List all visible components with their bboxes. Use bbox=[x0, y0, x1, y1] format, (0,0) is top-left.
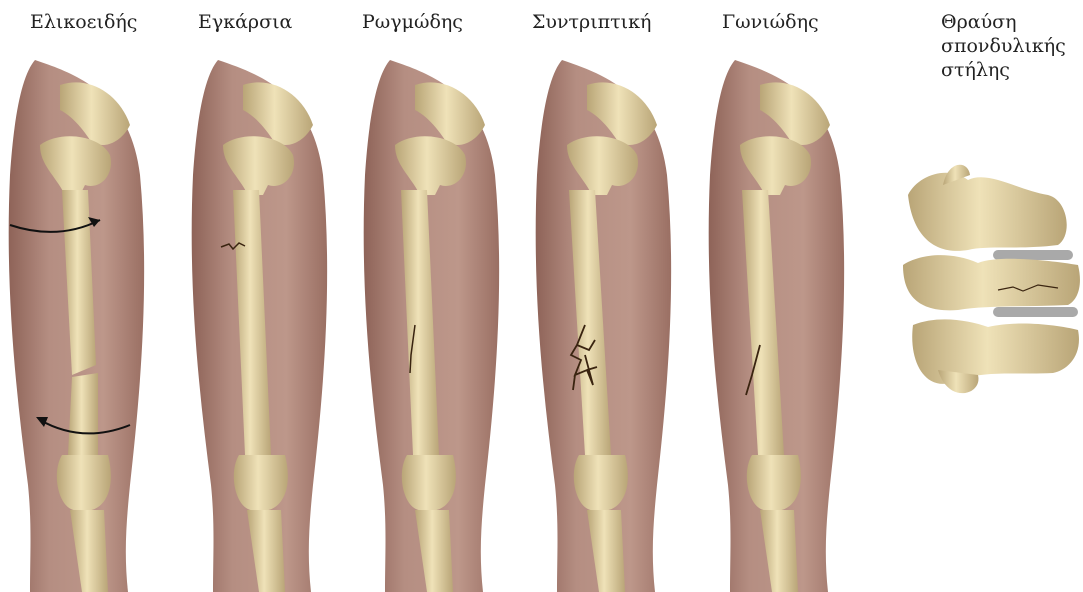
knee bbox=[234, 455, 288, 511]
disc-lower bbox=[993, 307, 1078, 317]
vertebra-upper bbox=[908, 173, 1067, 251]
label-spine-line3: στήλης bbox=[941, 58, 1066, 82]
vertebrae-illustration bbox=[898, 155, 1083, 410]
leg-spiral-fracture bbox=[0, 55, 150, 592]
knee bbox=[57, 455, 111, 511]
label-spine: Θραύση σπονδυλικής στήλης bbox=[941, 10, 1066, 82]
label-comminuted: Συντριπτική bbox=[532, 10, 651, 34]
knee bbox=[574, 455, 628, 511]
disc-upper bbox=[993, 250, 1073, 260]
label-spine-line2: σπονδυλικής bbox=[941, 34, 1066, 58]
knee bbox=[747, 455, 801, 511]
leg-transverse-fracture bbox=[183, 55, 333, 592]
label-spine-line1: Θραύση bbox=[941, 10, 1066, 34]
leg-oblique-fracture bbox=[700, 55, 850, 592]
knee bbox=[402, 455, 456, 511]
femur-shaft-lower bbox=[68, 373, 98, 455]
label-oblique: Γωνιώδης bbox=[722, 10, 819, 34]
label-spiral: Ελικοειδής bbox=[30, 10, 137, 34]
leg-fissured-fracture bbox=[355, 55, 505, 592]
label-transverse: Εγκάρσια bbox=[198, 10, 292, 34]
leg-comminuted-fracture bbox=[527, 55, 677, 592]
vertebra-middle-fractured bbox=[903, 255, 1080, 310]
vertebra-lower bbox=[912, 319, 1079, 384]
label-fissured: Ρωγμώδης bbox=[362, 10, 463, 34]
